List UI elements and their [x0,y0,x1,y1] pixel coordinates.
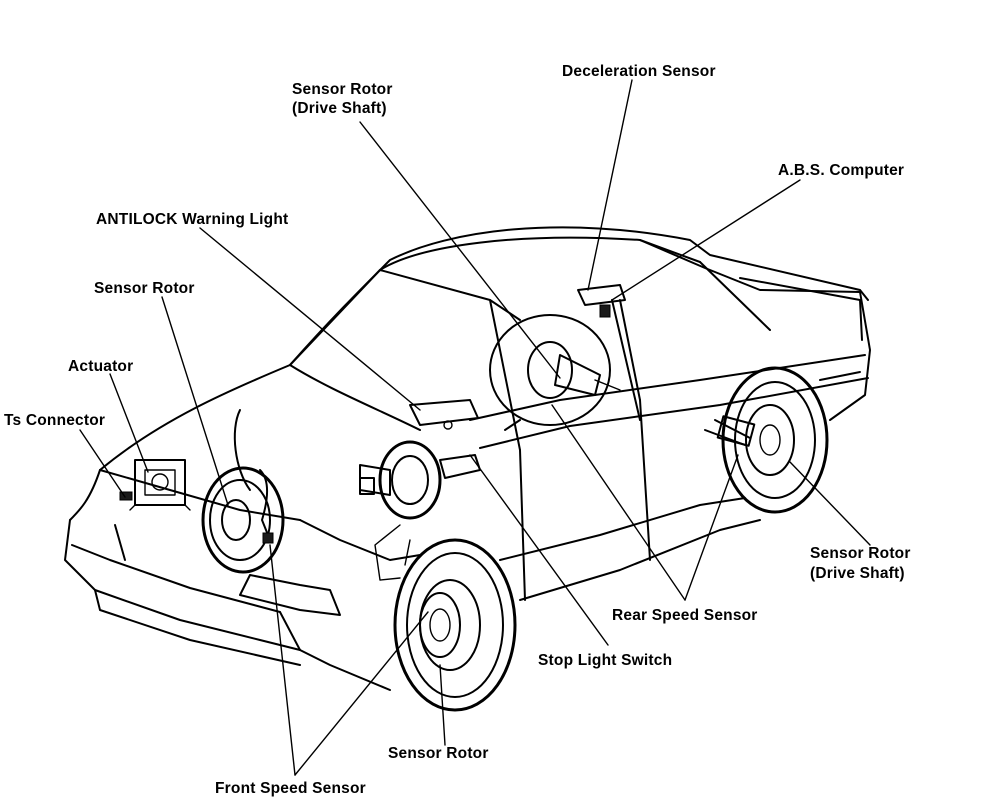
rear-left-axle-assembly [489,314,621,426]
abs-computer-unit [577,284,641,421]
leader-lines [79,79,871,776]
label-sensor-rotor-drive-shaft-top: Sensor Rotor [292,81,393,98]
label-rear-speed-sensor: Rear Speed Sensor [612,607,758,624]
label-abs-computer: A.B.S. Computer [778,162,904,179]
label-sensor-rotor-drive-shaft-rear: Sensor Rotor [810,545,911,562]
front-left-brake-assembly [201,409,285,574]
rear-right-wheel [704,366,829,514]
label-actuator: Actuator [68,358,133,375]
label-sensor-rotor-front-right: Sensor Rotor [388,745,489,762]
label-front-speed-sensor: Front Speed Sensor [215,780,366,797]
brake-booster [359,440,481,581]
actuator-unit [119,459,191,511]
label-sensor-rotor-front-left: Sensor Rotor [94,280,195,297]
label-antilock-warning-light: ANTILOCK Warning Light [96,211,288,228]
label-sensor-rotor-drive-shaft-rear-sub: (Drive Shaft) [810,565,905,582]
front-right-wheel [393,538,517,712]
instrument-cluster [409,399,479,430]
label-ts-connector: Ts Connector [4,412,105,429]
label-sensor-rotor-drive-shaft-top-sub: (Drive Shaft) [292,100,387,117]
label-deceleration-sensor: Deceleration Sensor [562,63,716,80]
label-stop-light-switch: Stop Light Switch [538,652,672,669]
